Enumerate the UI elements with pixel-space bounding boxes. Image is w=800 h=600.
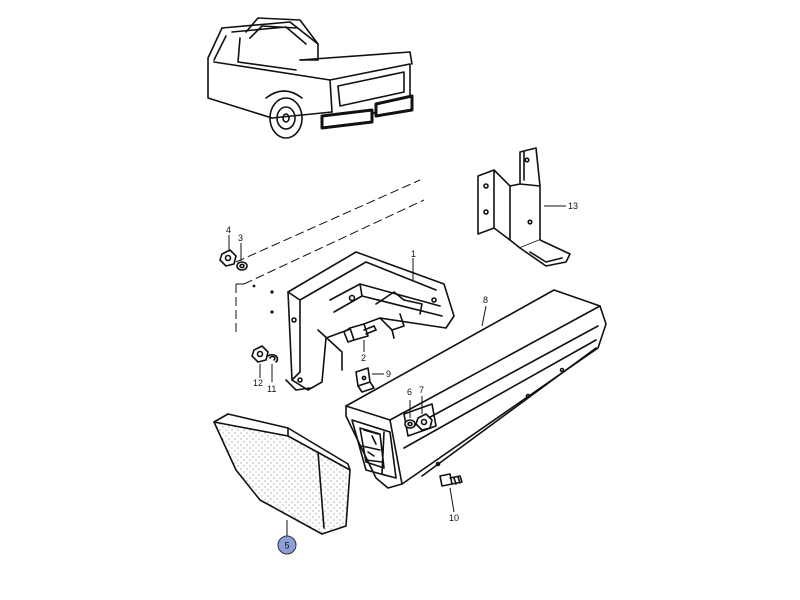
nut-part-6[interactable] [404,419,416,429]
nut-part-12[interactable] [251,345,269,363]
spring-washer-part-11[interactable] [267,353,279,363]
bumper-bar-part-8[interactable] [345,289,607,489]
highlight-circle[interactable] [277,535,297,555]
truck-overview-illustration [207,17,414,139]
callout-label-10[interactable]: 10 [449,513,459,523]
callout-label-2[interactable]: 2 [361,353,366,363]
callout-5-highlight[interactable]: 5 [277,535,297,555]
frame-rail [235,179,425,334]
callout-labels: 1 2 3 4 6 7 8 9 10 11 12 13 5 [226,201,578,555]
callout-label-4[interactable]: 4 [226,225,231,235]
clip-part-9[interactable] [355,367,375,393]
callout-label-5[interactable]: 5 [284,541,289,551]
step-bracket-part-13[interactable] [477,147,571,267]
bolt-part-10[interactable] [439,473,463,487]
callout-label-6[interactable]: 6 [407,387,412,397]
callout-label-13[interactable]: 13 [568,201,578,211]
callout-label-1[interactable]: 1 [411,249,416,259]
washer-part-3[interactable] [236,261,248,271]
bumper-end-cap-part-5[interactable] [213,413,351,535]
callout-label-3[interactable]: 3 [238,233,243,243]
callout-label-12[interactable]: 12 [253,378,263,388]
bolt-part-2[interactable] [343,323,377,343]
washer-part-7[interactable] [415,413,433,431]
bumper-bracket-part-1[interactable] [285,251,455,391]
nut-part-4[interactable] [219,249,237,267]
callout-label-9[interactable]: 9 [386,369,391,379]
callout-label-11[interactable]: 11 [267,384,276,394]
leader-lines [228,205,566,536]
callout-label-7[interactable]: 7 [419,385,424,395]
callout-label-8[interactable]: 8 [483,295,488,305]
